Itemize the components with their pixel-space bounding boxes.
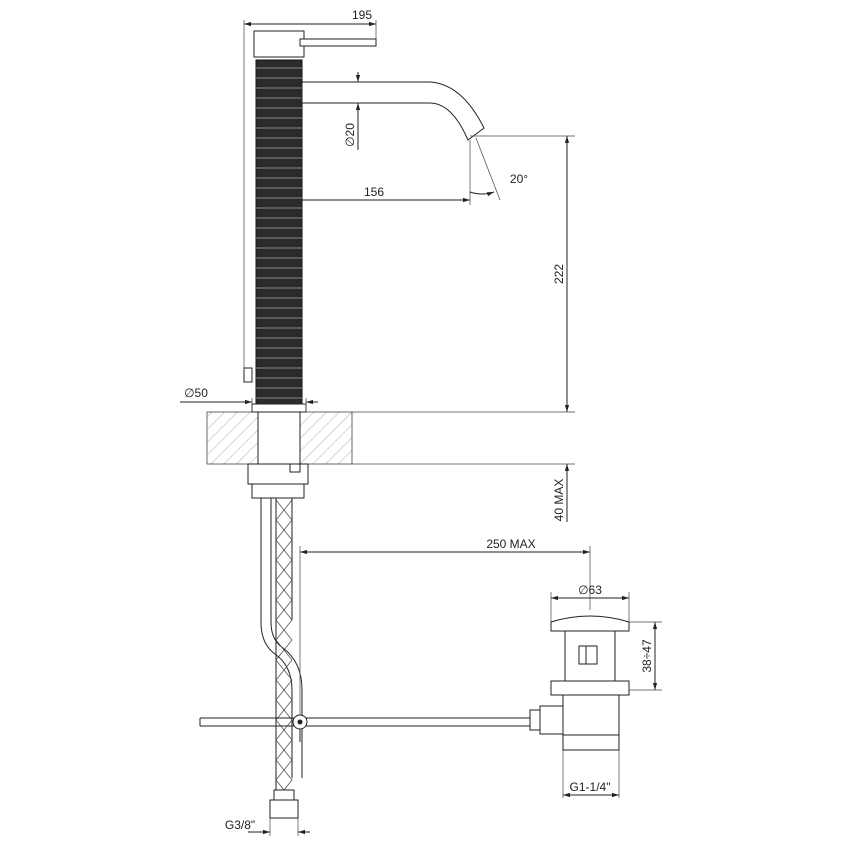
mounting-hardware (247, 463, 309, 499)
label-waste-diameter: ∅63 (578, 583, 602, 597)
label-waste-range: 38÷47 (640, 639, 654, 673)
countertop (206, 411, 575, 465)
dimension-lines (180, 20, 662, 836)
label-base-diameter: ∅50 (184, 386, 208, 400)
label-spout-reach: 156 (364, 185, 384, 199)
label-supply-thread: G3/8" (225, 818, 255, 832)
faucet-body (243, 30, 485, 413)
dimension-labels: 195 ∅20 156 20° 222 ∅50 40 MAX 250 MAX ∅… (184, 8, 654, 832)
popup-rod (199, 714, 540, 742)
popup-waste (529, 615, 630, 751)
column-ribs (256, 67, 302, 399)
label-spout-angle: 20° (510, 172, 528, 186)
supply-hoses (260, 498, 303, 819)
label-waste-thread: G1-1/4" (570, 780, 611, 794)
label-overall-width: 195 (352, 8, 372, 22)
label-max-thickness: 40 MAX (552, 479, 566, 522)
label-height: 222 (552, 264, 566, 284)
label-spout-diameter: ∅20 (343, 123, 357, 147)
label-max-distance: 250 MAX (486, 537, 535, 551)
